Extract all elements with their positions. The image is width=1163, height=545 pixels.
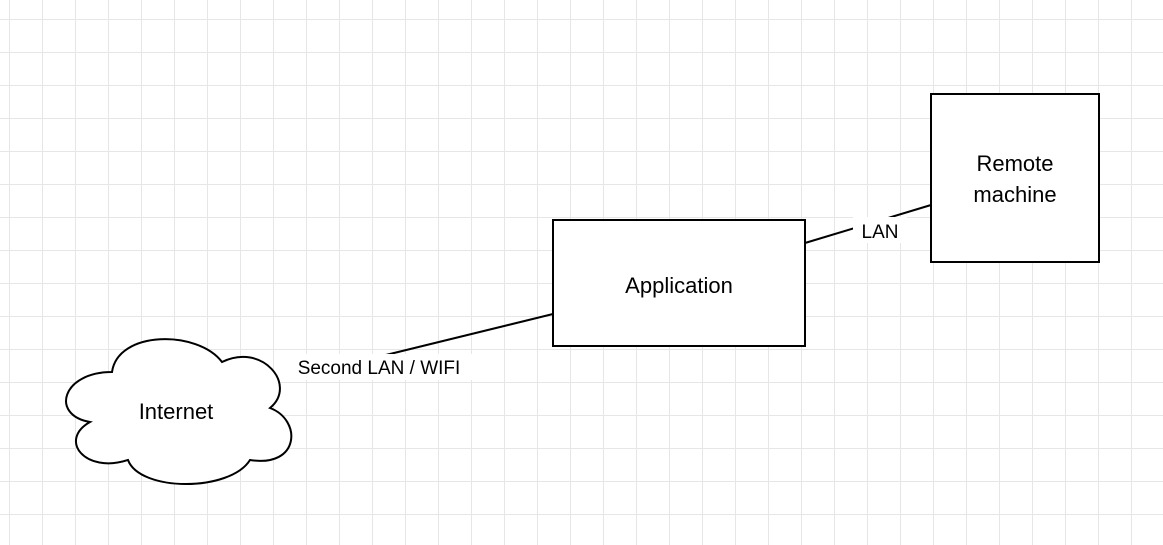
- node-application[interactable]: Application: [552, 219, 806, 347]
- remote-machine-label-line2: machine: [973, 182, 1056, 207]
- remote-machine-label-line1: Remote: [976, 151, 1053, 176]
- edge-label-lan: LAN: [862, 222, 899, 243]
- edge-label-bg-lan: [853, 217, 907, 243]
- node-internet[interactable]: Internet: [65, 338, 293, 485]
- internet-cloud-shape[interactable]: [65, 338, 293, 485]
- edge-label-second-lan-wifi: Second LAN / WIFI: [298, 358, 461, 379]
- remote-machine-box[interactable]: [930, 93, 1100, 263]
- application-box[interactable]: [552, 219, 806, 347]
- node-remote-machine[interactable]: Remote machine: [930, 93, 1100, 263]
- edge-label-bg-second-lan: [282, 354, 476, 380]
- internet-label: Internet: [139, 399, 214, 424]
- application-label: Application: [625, 273, 733, 298]
